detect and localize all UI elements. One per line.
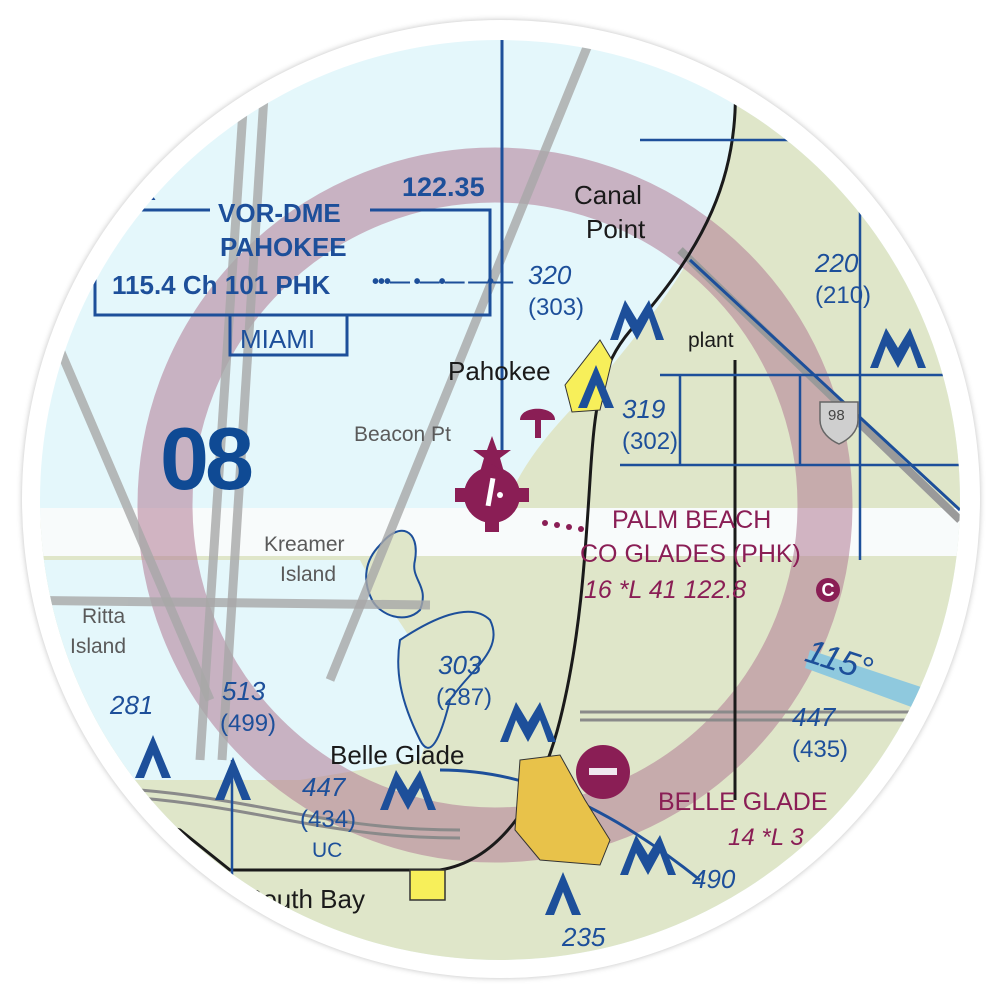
map-graphics	[40, 40, 960, 960]
vor-type: VOR-DME	[218, 198, 341, 228]
obstacle-agl: (303)	[528, 294, 585, 321]
obstacle-agl: (435)	[792, 736, 849, 763]
airport-phk-name-line2[interactable]: CO GLADES (PHK)	[580, 540, 801, 568]
airport-phk-info: 16 *L 41 122.8	[584, 576, 747, 604]
place-plant: plant	[688, 329, 734, 352]
place-canal-point-2: Point	[586, 214, 646, 244]
place-pahokee: Pahokee	[448, 356, 551, 386]
vor-corner-label: IR	[130, 176, 156, 206]
airport-phk-name-line1[interactable]: PALM BEACH	[612, 506, 772, 534]
obstacle-msl: 320	[528, 260, 572, 290]
vor-info: 115.4 Ch 101 PHK	[112, 270, 331, 300]
obstacle-msl: 235	[562, 922, 606, 952]
obstacle-agl: (287)	[436, 684, 493, 711]
obstacle-agl: (499)	[220, 710, 277, 737]
obstacle-msl: 220	[815, 248, 859, 278]
obstacle-note: UC	[312, 839, 343, 862]
ctaf-badge: C	[816, 578, 840, 602]
obstacle-agl: (434)	[300, 806, 357, 833]
place-beacon-pt: Beacon Pt	[354, 423, 451, 446]
obstacle-msl: 281	[110, 690, 154, 720]
sectional-map[interactable]: IR 122.35 VOR-DME PAHOKEE 115.4 Ch 101 P…	[40, 40, 960, 960]
obstacle-msl: 303	[438, 650, 482, 680]
obstacle-msl: 490	[692, 864, 736, 894]
obstacle-agl: (210)	[815, 282, 872, 309]
vor-name: PAHOKEE	[220, 232, 347, 262]
place-kreamer-island-2: Island	[280, 563, 337, 586]
obstacle-msl: 513	[222, 676, 266, 706]
obstacle-msl: 447	[792, 702, 836, 732]
place-canal-point-1: Canal	[574, 180, 642, 210]
us-route-98-shield: 98	[828, 407, 845, 424]
vor-frequency-top: 122.35	[402, 172, 485, 202]
obstacle-msl: 319	[622, 394, 666, 424]
place-belle-glade: Belle Glade	[330, 740, 465, 770]
obstacle-agl: (302)	[622, 428, 679, 455]
place-ritta-island-2: Island	[70, 635, 127, 658]
vor-morse: •••— •—•— —•—	[372, 271, 513, 293]
section-number: 08	[160, 409, 254, 508]
place-south-bay: South Bay	[245, 884, 365, 914]
obstacle-msl: 447	[302, 772, 346, 802]
airport-belle-glade-info: 14 *L 3	[728, 824, 804, 851]
place-kreamer-island-1: Kreamer	[264, 533, 345, 556]
place-ritta-island-1: Ritta	[82, 605, 126, 628]
airport-belle-glade-name[interactable]: BELLE GLADE	[658, 788, 828, 816]
vor-fss-label: MIAMI	[240, 324, 316, 354]
